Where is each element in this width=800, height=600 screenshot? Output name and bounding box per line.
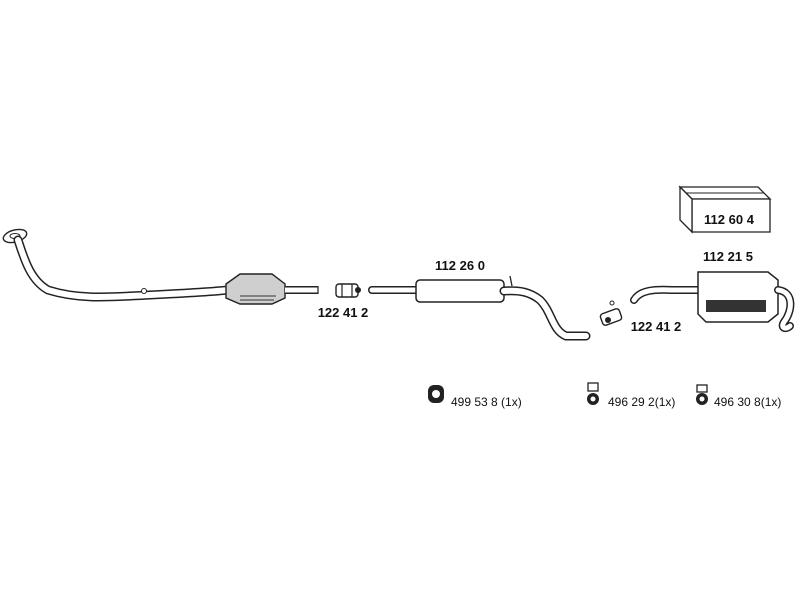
- hanger-1-icon: [428, 385, 444, 403]
- middle-silencer-icon: [368, 275, 591, 341]
- hanger-1-label: 499 53 8 (1x): [451, 395, 522, 409]
- rear-silencer-label: 112 21 5: [703, 249, 753, 264]
- front-clamp-icon: [335, 283, 361, 298]
- kit-box-icon: [678, 185, 772, 234]
- rear-clamp-label: 122 41 2: [631, 319, 682, 334]
- hanger-2-label: 496 29 2(1x): [608, 395, 675, 409]
- rear-clamp-icon: [599, 300, 623, 326]
- front-pipe-icon: [2, 228, 319, 305]
- rear-silencer-icon: [630, 271, 795, 333]
- hanger-3-label: 496 30 8(1x): [714, 395, 781, 409]
- hanger-3-icon: [696, 384, 708, 405]
- kit-box-label: 112 60 4: [704, 212, 755, 227]
- middle-silencer-label: 112 26 0: [435, 258, 485, 273]
- hanger-2-icon: [587, 382, 599, 405]
- front-clamp-label: 122 41 2: [318, 305, 369, 320]
